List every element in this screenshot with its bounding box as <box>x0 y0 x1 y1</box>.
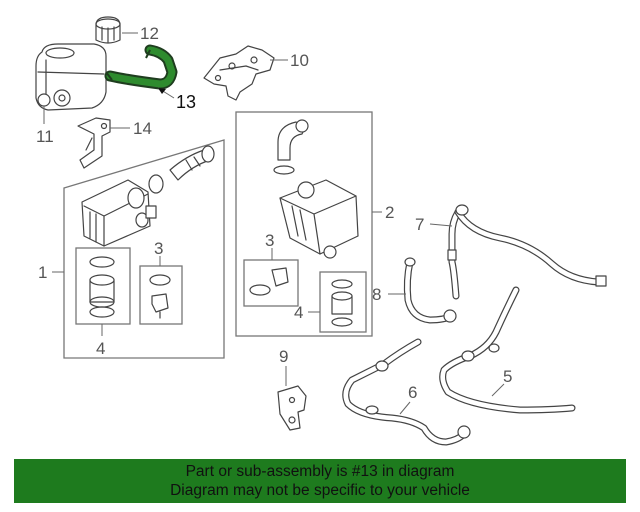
part-4a-seals <box>89 256 115 318</box>
group-box-4b <box>319 271 367 333</box>
callout-14: 14 <box>133 119 152 138</box>
part-1-intercooler <box>81 179 157 247</box>
part-8-hose <box>403 257 457 324</box>
callout-10: 10 <box>290 51 309 70</box>
part-6-hose <box>342 338 471 446</box>
part-5-hose <box>439 286 576 414</box>
info-banner: Part or sub-assembly is #13 in diagram D… <box>14 459 626 503</box>
part-3a-sensor <box>149 274 171 319</box>
callout-1: 1 <box>38 263 47 282</box>
part-2-intercooler <box>279 179 359 259</box>
part-3b-sensor <box>249 267 289 296</box>
callout-6: 6 <box>408 383 417 402</box>
part-7-hose <box>447 204 607 300</box>
callout-7: 7 <box>415 215 424 234</box>
group-box-3a <box>139 265 183 325</box>
callout-13: 13 <box>176 92 196 112</box>
callout-3a: 3 <box>154 239 163 258</box>
part-14-bracket <box>77 117 111 169</box>
part-4b-seals <box>331 279 353 327</box>
group-box-3b <box>243 259 299 307</box>
part-1-intake-pipe <box>148 145 215 194</box>
leader-5 <box>491 383 505 397</box>
part-9-bracket <box>277 385 307 431</box>
banner-line-part: Part or sub-assembly is #13 in diagram <box>185 463 455 480</box>
group-box-1 <box>63 139 225 359</box>
callout-2: 2 <box>385 203 394 222</box>
banner-line-disclaimer: Diagram may not be specific to your vehi… <box>170 482 470 499</box>
arrow-13 <box>158 88 166 94</box>
leader-7 <box>429 223 453 227</box>
group-box-2 <box>235 111 373 337</box>
callout-12: 12 <box>140 24 159 43</box>
callout-11: 11 <box>36 127 54 146</box>
callout-5: 5 <box>503 367 512 386</box>
callout-8: 8 <box>372 285 381 304</box>
callout-9: 9 <box>279 347 288 366</box>
part-10-mounting-bracket <box>203 45 275 101</box>
callout-4a: 4 <box>96 339 105 358</box>
part-2-elbow-pipe <box>273 119 309 175</box>
leader-6 <box>399 401 411 415</box>
group-box-4a <box>75 247 131 325</box>
part-12-cap <box>95 16 121 44</box>
callout-3b: 3 <box>265 231 274 250</box>
part-11-expansion-tank <box>35 43 107 111</box>
callout-4b: 4 <box>294 303 303 322</box>
part-13-hose-highlighted <box>104 44 178 90</box>
